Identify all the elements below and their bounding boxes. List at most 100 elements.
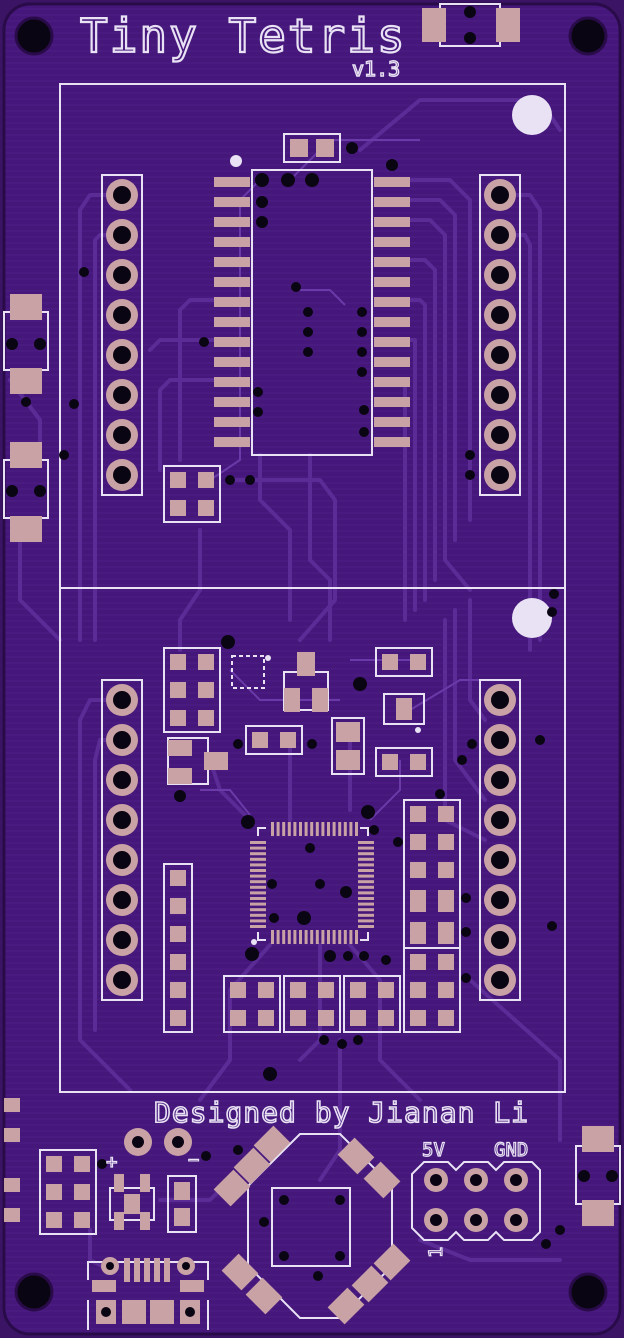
via [319, 1035, 329, 1045]
via [233, 739, 243, 749]
via [201, 1151, 211, 1161]
via [303, 307, 313, 317]
via [357, 327, 367, 337]
via [359, 951, 369, 961]
via [259, 1217, 269, 1227]
mounting-hole [14, 1272, 54, 1312]
via [343, 951, 353, 961]
isp-label-5v: 5V [422, 1139, 445, 1161]
via [467, 739, 477, 749]
polarity-plus-label: + [106, 1151, 117, 1173]
tqfp-microcontroller [250, 822, 374, 945]
smd-capacitor-vertical [331, 717, 365, 775]
resistor-column-right [403, 799, 461, 1033]
smd-capacitor [283, 133, 341, 163]
pin-one-dot [230, 155, 242, 167]
via [435, 789, 445, 799]
via [535, 735, 545, 745]
crystal-oscillator [383, 693, 425, 733]
via [541, 1239, 551, 1249]
sot23-regulator [283, 652, 329, 712]
via [269, 913, 279, 923]
via [245, 947, 259, 961]
isp-label-gnd: GND [494, 1139, 528, 1161]
header-top-right [479, 174, 521, 496]
mounting-hole [568, 16, 608, 56]
smd-resistor [375, 647, 433, 677]
via [386, 159, 398, 171]
side-button-lower [3, 442, 49, 542]
via [255, 173, 269, 187]
battery-connector: + − [105, 1128, 200, 1174]
via [253, 407, 263, 417]
resistor-array-top [163, 465, 221, 523]
sot23-charger [109, 1174, 155, 1230]
via [303, 327, 313, 337]
via [305, 843, 315, 853]
header-bottom-left [101, 679, 143, 1001]
designer-credit: Designed by Jianan Li [154, 1096, 529, 1129]
via [303, 347, 313, 357]
via [361, 805, 375, 819]
via [315, 879, 325, 889]
reset-switch [422, 3, 520, 47]
via [69, 399, 79, 409]
via [174, 790, 186, 802]
via [256, 216, 268, 228]
via [313, 1271, 323, 1281]
display-outline-bottom [59, 587, 566, 1093]
qfn-chip [231, 655, 271, 689]
via [79, 267, 89, 277]
via [547, 921, 557, 931]
board-version: v1.3 [352, 57, 400, 81]
via [281, 173, 295, 187]
resistor-array-power [39, 1149, 97, 1235]
mounting-holes [14, 16, 608, 1312]
via [359, 427, 369, 437]
fiducial-marker [512, 95, 552, 135]
via [353, 677, 367, 691]
via [461, 927, 471, 937]
via [381, 955, 391, 965]
via [59, 450, 69, 460]
via [346, 142, 358, 154]
resistor-array-bottom [163, 647, 221, 733]
via [97, 1159, 107, 1169]
header-bottom-right [479, 679, 521, 1001]
via [337, 1039, 347, 1049]
smd-capacitor [245, 725, 303, 755]
via [305, 173, 319, 187]
via [555, 1225, 565, 1235]
via [340, 886, 352, 898]
via [465, 470, 475, 480]
via [241, 815, 255, 829]
resistor-row-bottom [223, 975, 401, 1033]
via [297, 911, 311, 925]
via [263, 1067, 277, 1081]
transistor [167, 737, 228, 785]
via [457, 755, 467, 765]
power-switch [575, 1126, 621, 1226]
via [225, 475, 235, 485]
via [245, 475, 255, 485]
via [199, 337, 209, 347]
via [353, 1035, 363, 1045]
soic-chip [214, 169, 410, 456]
via [253, 387, 263, 397]
board-title: Tiny Tetris [80, 9, 407, 63]
via [221, 635, 235, 649]
vias [21, 142, 565, 1281]
smd-resistor [375, 747, 433, 777]
mounting-hole [14, 16, 54, 56]
via [549, 589, 559, 599]
buzzer [213, 1125, 411, 1325]
mounting-hole [568, 1272, 608, 1312]
via [291, 282, 301, 292]
via [393, 837, 403, 847]
via [256, 196, 268, 208]
via [357, 307, 367, 317]
via [324, 950, 336, 962]
via [357, 347, 367, 357]
via [461, 973, 471, 983]
